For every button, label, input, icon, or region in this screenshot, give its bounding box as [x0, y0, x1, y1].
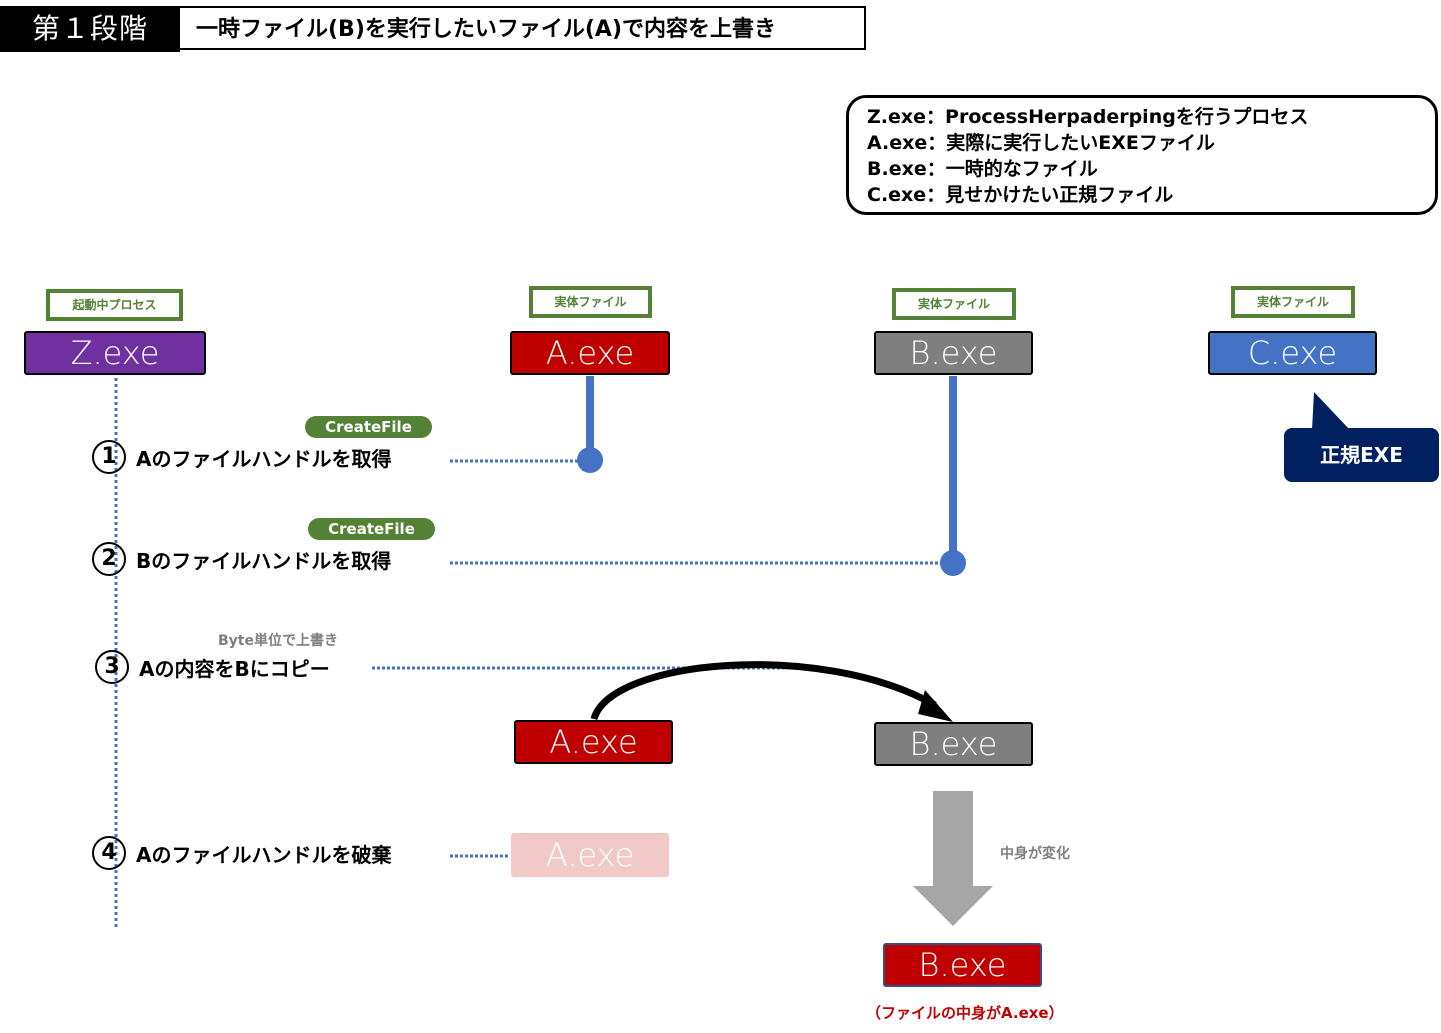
change-down-arrow — [913, 791, 993, 926]
a-exe-box: A.exe — [510, 331, 670, 375]
step1-row: 1 Aのファイルハンドルを取得 — [92, 440, 391, 474]
step3-number-icon: 3 — [95, 650, 129, 684]
stage-label: 第１段階 — [0, 6, 180, 52]
step1-label: Aのファイルハンドルを取得 — [136, 446, 392, 471]
legend-line-c: C.exe：見せかけたい正規ファイル — [867, 184, 1174, 206]
step1-api-pill: CreateFile — [305, 416, 432, 438]
step4-row: 4 Aのファイルハンドルを破棄 — [92, 836, 391, 870]
copy-source-exe: A.exe — [514, 720, 673, 764]
copy-arrowhead — [918, 690, 953, 722]
a-tag: 実体ファイル — [529, 286, 652, 318]
step4-number-icon: 4 — [92, 836, 126, 870]
step3-note: Byte単位で上書き — [218, 633, 338, 649]
released-a-exe: A.exe — [511, 833, 669, 877]
legend-line-b: B.exe：一時的なファイル — [867, 158, 1098, 180]
b-tag: 実体ファイル — [892, 288, 1016, 320]
z-tag: 起動中プロセス — [46, 289, 183, 321]
callout-pointer — [1312, 392, 1350, 430]
step2-label: Bのファイルハンドルを取得 — [136, 548, 392, 573]
b-handle-dot — [940, 550, 966, 576]
step1-number-icon: 1 — [92, 440, 126, 474]
a-handle-dot — [577, 447, 603, 473]
result-b-exe: B.exe — [883, 943, 1042, 987]
legend-line-a: A.exe：実際に実行したいEXEファイル — [867, 132, 1215, 154]
step2-number-icon: 2 — [92, 542, 126, 576]
step2-api-pill: CreateFile — [308, 518, 435, 540]
legend-box: Z.exe：ProcessHerpaderpingを行うプロセス A.exe：実… — [846, 95, 1438, 215]
c-tag: 実体ファイル — [1231, 286, 1355, 318]
b-exe-box: B.exe — [874, 331, 1033, 375]
change-note: 中身が変化 — [1000, 846, 1070, 862]
z-exe-box: Z.exe — [24, 331, 206, 375]
c-exe-box: C.exe — [1208, 331, 1377, 375]
step4-label: Aのファイルハンドルを破棄 — [136, 842, 392, 867]
step3-label: Aの内容をBにコピー — [139, 656, 330, 681]
result-caption: （ファイルの中身がA.exe） — [866, 1004, 1064, 1022]
legit-exe-callout: 正規EXE — [1284, 428, 1439, 482]
step2-row: 2 Bのファイルハンドルを取得 — [92, 542, 391, 576]
stage-title: 一時ファイル(B)を実行したいファイル(A)で内容を上書き — [180, 6, 866, 50]
legend-line-z: Z.exe：ProcessHerpaderpingを行うプロセス — [867, 106, 1309, 128]
copy-arrow — [590, 661, 937, 721]
step3-row: 3 Aの内容をBにコピー — [95, 650, 330, 684]
copy-target-exe: B.exe — [874, 722, 1033, 766]
